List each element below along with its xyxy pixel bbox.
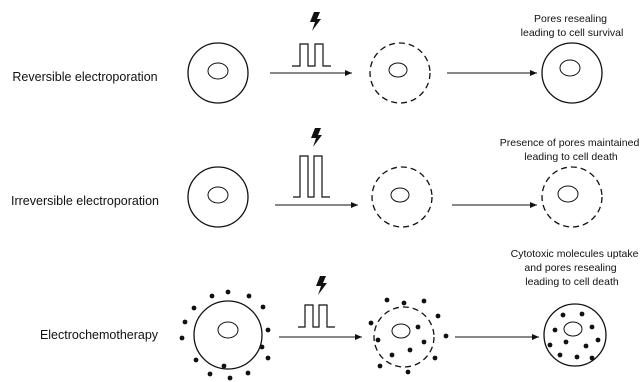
short-pulse-waveform — [292, 43, 331, 67]
cytotoxic-molecule — [405, 369, 411, 375]
lightning-bolt-icon — [311, 128, 322, 147]
cytotoxic-molecule — [589, 324, 595, 330]
cytotoxic-molecule — [547, 342, 553, 348]
cytotoxic-molecule — [227, 375, 233, 381]
outcome-note-electrochemotherapy: Cytotoxic molecules uptake and pores res… — [511, 248, 641, 288]
lightning-bolt-icon — [310, 12, 321, 31]
cytotoxic-molecule — [432, 355, 438, 361]
cytotoxic-molecule — [245, 370, 251, 376]
final-cell — [541, 166, 603, 228]
cytotoxic-molecule — [193, 357, 199, 363]
outcome-line: Pores resealing — [534, 13, 607, 25]
outcome-line: leading to cell survival — [521, 27, 624, 39]
cytotoxic-molecule — [421, 298, 427, 304]
outcome-line: Presence of pores maintained — [500, 137, 640, 149]
cytotoxic-molecule — [415, 324, 421, 330]
cell-nucleus — [388, 62, 408, 78]
cytotoxic-molecule — [221, 363, 227, 369]
cell-nucleus — [207, 62, 229, 80]
cell-membrane — [193, 300, 263, 370]
cell-nucleus — [391, 323, 411, 339]
row-electrochemotherapy — [179, 276, 607, 381]
permeabilized-cell — [369, 42, 431, 104]
cytotoxic-molecule — [375, 337, 381, 343]
cell-nucleus — [563, 321, 583, 337]
molecules-inside — [547, 311, 601, 361]
cell-nucleus — [559, 59, 581, 77]
outcome-line: leading to cell death — [525, 276, 619, 288]
permeabilized-cell — [373, 306, 435, 368]
cytotoxic-molecule — [265, 327, 271, 333]
cytotoxic-molecule — [552, 327, 558, 333]
cytotoxic-molecule — [259, 344, 265, 350]
cell-membrane — [543, 303, 607, 367]
cytotoxic-molecule — [225, 289, 231, 295]
cytotoxic-molecule — [246, 293, 252, 299]
cell-nucleus — [557, 185, 579, 203]
outcome-line: Cytotoxic molecules uptake — [511, 248, 639, 260]
lightning-bolt-icon — [316, 276, 327, 295]
final-cell — [541, 42, 603, 104]
outcome-line: and pores resealing — [524, 262, 616, 274]
cytotoxic-molecule — [557, 352, 563, 358]
row-irreversible — [187, 128, 603, 228]
cytotoxic-molecule — [207, 371, 213, 377]
cytotoxic-molecule — [595, 337, 601, 343]
cytotoxic-molecule — [260, 304, 266, 310]
cell-nucleus — [207, 186, 229, 204]
outcome-note-reversible: Pores resealing leading to cell survival — [521, 13, 624, 39]
row-label-electrochemotherapy: Electrochemotherapy — [40, 328, 159, 342]
cell-membrane — [541, 42, 603, 104]
cytotoxic-molecule — [560, 312, 566, 318]
molecules-crossing — [368, 297, 449, 375]
initial-cell — [193, 300, 263, 370]
outcome-note-irreversible: Presence of pores maintained leading to … — [500, 137, 641, 163]
cytotoxic-molecule — [443, 333, 449, 339]
outcome-line: leading to cell death — [524, 151, 618, 163]
cell-membrane — [187, 166, 249, 228]
tall-pulse-waveform — [293, 155, 330, 198]
cell-nucleus — [217, 321, 239, 339]
molecules-outside — [179, 289, 271, 381]
cytotoxic-molecule — [579, 311, 585, 317]
cytotoxic-molecule — [179, 335, 185, 341]
cell-membrane-dashed — [371, 166, 433, 228]
cytotoxic-molecule — [401, 300, 407, 306]
cytotoxic-molecule — [574, 354, 580, 360]
short-pulse-waveform — [298, 304, 335, 328]
cell-membrane — [187, 42, 249, 104]
final-cell — [543, 303, 607, 367]
permeabilized-cell — [371, 166, 433, 228]
cytotoxic-molecule — [563, 339, 569, 345]
cytotoxic-molecule — [421, 339, 427, 345]
cell-nucleus — [390, 187, 410, 203]
cytotoxic-molecule — [191, 305, 197, 311]
row-label-reversible: Reversible electroporation — [12, 70, 157, 84]
cytotoxic-molecule — [209, 293, 215, 299]
cytotoxic-molecule — [583, 343, 589, 349]
cytotoxic-molecule — [368, 320, 374, 326]
cytotoxic-molecule — [435, 313, 441, 319]
cell-membrane-dashed — [369, 42, 431, 104]
cytotoxic-molecule — [407, 347, 413, 353]
cytotoxic-molecule — [265, 355, 271, 361]
cytotoxic-molecule — [377, 363, 383, 369]
cell-membrane-dashed — [373, 306, 435, 368]
row-label-irreversible: Irreversible electroporation — [11, 194, 159, 208]
initial-cell — [187, 166, 249, 228]
cytotoxic-molecule — [389, 352, 395, 358]
cytotoxic-molecule — [384, 297, 390, 303]
row-reversible — [187, 12, 603, 104]
initial-cell — [187, 42, 249, 104]
cell-membrane-dashed — [541, 166, 603, 228]
cytotoxic-molecule — [589, 355, 595, 361]
cytotoxic-molecule — [182, 319, 188, 325]
